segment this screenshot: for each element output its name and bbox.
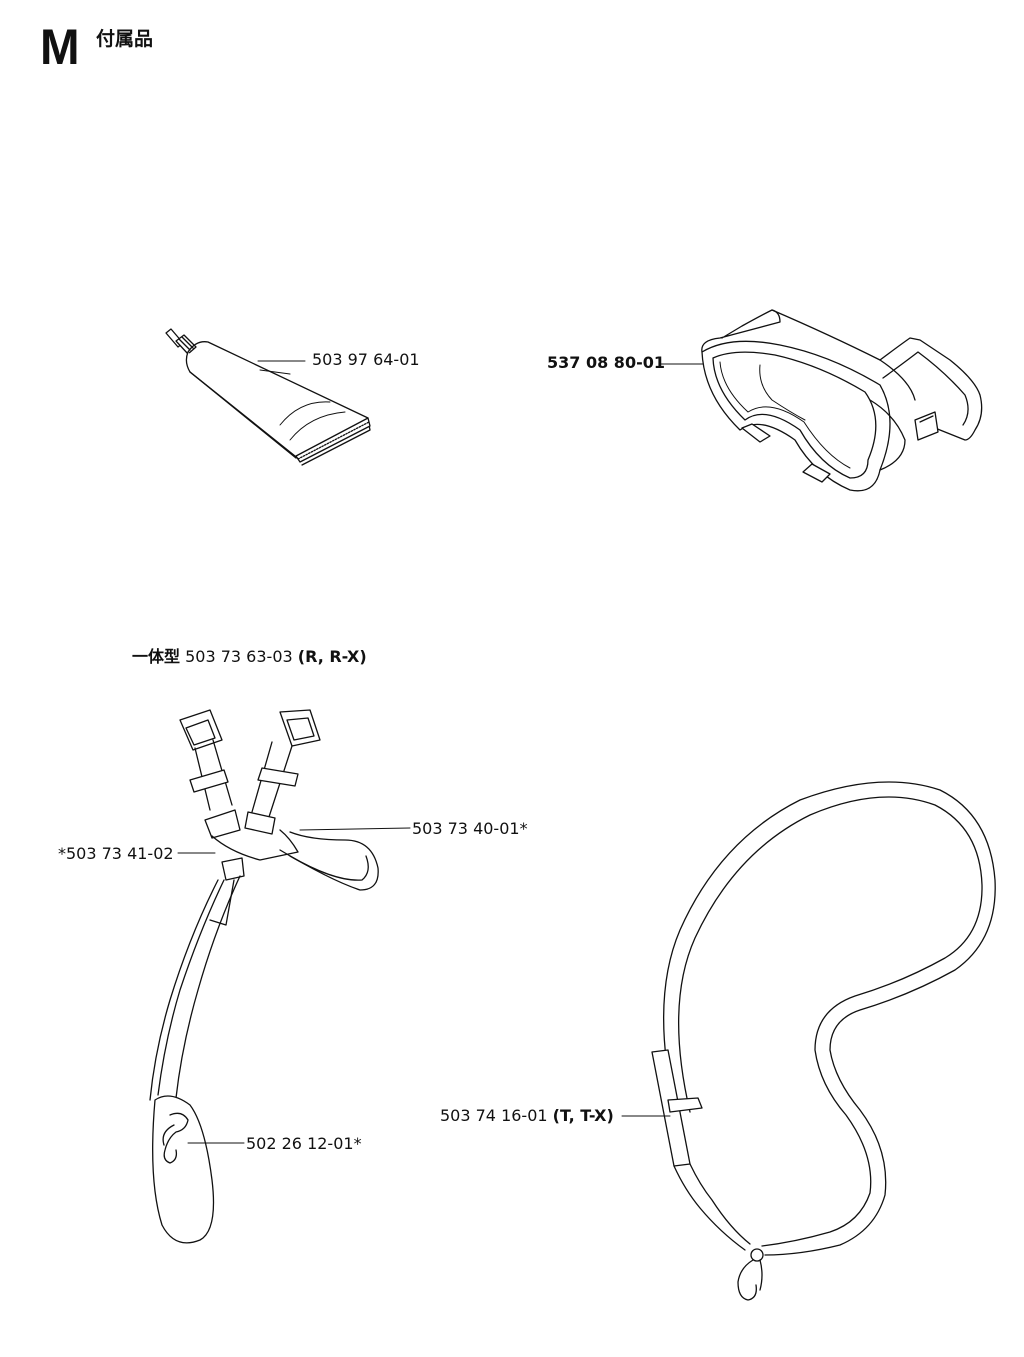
hook-part-number: 502 26 12-01* <box>246 1134 362 1153</box>
harness-label: 一体型 503 73 63-03 (R, R-X) <box>132 649 367 665</box>
strap-part-number: 503 74 16-01 <box>440 1106 548 1125</box>
shoulder-strap-drawing <box>652 782 995 1300</box>
grease-tube-drawing <box>166 329 370 465</box>
section-title: 付属品 <box>96 28 154 50</box>
harness-drawing <box>150 710 378 1243</box>
goggles-drawing <box>702 310 982 491</box>
harness-type: 一体型 <box>132 647 181 666</box>
goggles-part-number: 537 08 80-01 <box>547 353 665 372</box>
strap-models: (T, T-X) <box>552 1106 614 1125</box>
section-letter: M <box>40 19 80 75</box>
grease-part-number: 503 97 64-01 <box>312 350 420 369</box>
pad-right-part-number: 503 73 40-01* <box>412 819 528 838</box>
pad-right-leader <box>300 828 410 830</box>
harness-models: (R, R-X) <box>297 647 367 666</box>
pad-left-part-number: *503 73 41-02 <box>58 844 174 863</box>
strap-label: 503 74 16-01 (T, T-X) <box>440 1108 614 1124</box>
harness-part-number: 503 73 63-03 <box>185 647 293 666</box>
